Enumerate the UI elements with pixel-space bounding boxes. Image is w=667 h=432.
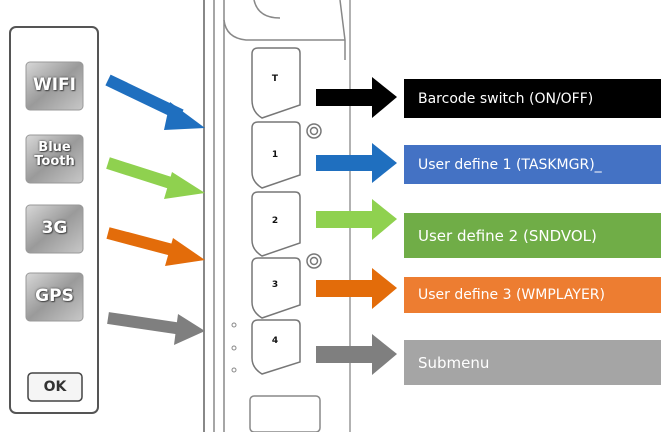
wifi-label: WIFI (32, 75, 76, 95)
caption-user-define-1: User define 1 (TASKMGR)_ (404, 145, 661, 184)
arrow-wifi (105, 74, 205, 130)
device-keys (251, 47, 301, 375)
gps-label: GPS (35, 286, 74, 306)
bluetooth-button-bg[interactable] (25, 134, 84, 184)
ok-label: OK (43, 379, 67, 395)
3g-button-bg[interactable] (25, 204, 84, 254)
key-3[interactable] (251, 257, 301, 319)
wifi-button-bg[interactable] (25, 61, 84, 111)
caption-barcode-switch: Barcode switch (ON/OFF) (404, 79, 661, 118)
gps-button-bg[interactable] (25, 272, 84, 322)
key-4-label: 4 (271, 336, 279, 346)
arrow-key-3 (316, 268, 397, 309)
key-2-label: 2 (271, 216, 279, 226)
key-3-label: 3 (271, 280, 279, 290)
key-t-label: T (271, 74, 279, 84)
bluetooth-label-line1: Blue (38, 140, 71, 155)
ok-button-bg[interactable] (27, 372, 83, 402)
arrow-bluetooth (106, 157, 205, 199)
key-1[interactable] (251, 121, 301, 189)
arrow-3g (106, 227, 205, 266)
arrow-gps (107, 312, 205, 345)
key-2[interactable] (251, 191, 301, 257)
arrow-key-1 (316, 143, 397, 183)
arrow-key-2 (316, 199, 397, 240)
device-screws (306, 123, 322, 269)
caption-user-define-2: User define 2 (SNDVOL) (404, 213, 661, 258)
3g-label: 3G (41, 218, 68, 238)
key-4[interactable] (251, 319, 301, 375)
bluetooth-label-line2: Tooth (34, 154, 75, 169)
arrow-key-t (316, 77, 397, 118)
key-1-label: 1 (271, 150, 279, 160)
caption-submenu: Submenu (404, 340, 661, 385)
caption-user-define-3: User define 3 (WMPLAYER) (404, 277, 661, 313)
arrow-key-4 (316, 334, 397, 375)
device-indicator-dots (231, 322, 237, 373)
key-t[interactable] (251, 47, 301, 119)
